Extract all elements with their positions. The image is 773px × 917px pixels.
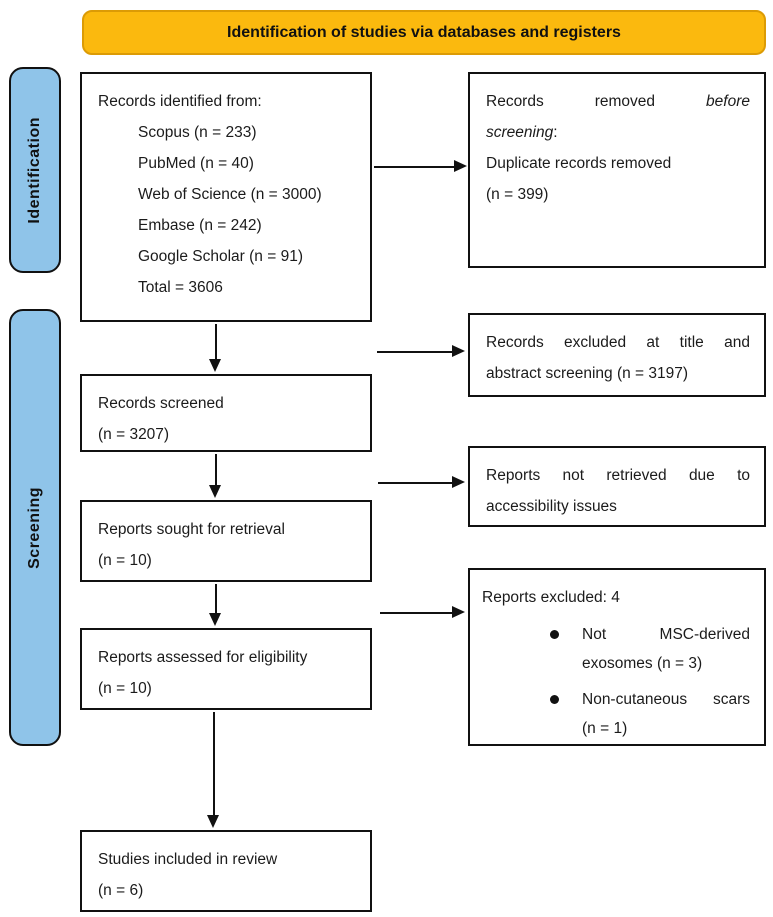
arrow-identified-to-removed xyxy=(374,160,467,172)
reports-sought-count: (n = 10) xyxy=(98,552,152,569)
box-reports-assessed: Reports assessed for eligibility (n = 10… xyxy=(80,628,372,710)
bullet-dot-icon xyxy=(550,695,559,704)
reports-not-retrieved-line1: Reports not retrieved due to xyxy=(486,467,750,484)
source-pubmed: PubMed (n = 40) xyxy=(138,155,254,172)
records-excluded-line1: Records excluded at title and xyxy=(486,334,750,351)
box-records-removed: Records removed before screening: Duplic… xyxy=(468,72,766,268)
bullet2-line1: Non-cutaneous scars xyxy=(582,691,750,708)
box-records-excluded-title-abstract: Records excluded at title and abstract s… xyxy=(468,313,766,397)
records-removed-line1: Records removed before xyxy=(486,86,750,117)
bullet-not-msc-derived: Not MSC-derived exosomes (n = 3) xyxy=(550,620,750,678)
bullet2-line2: (n = 1) xyxy=(582,720,628,737)
arrow-to-reports-excluded xyxy=(380,606,465,618)
banner-identification-via-databases: Identification of studies via databases … xyxy=(82,10,766,55)
source-embase: Embase (n = 242) xyxy=(138,217,262,234)
arrow-to-records-excluded xyxy=(377,345,465,357)
records-removed-line2: screening: xyxy=(486,124,558,141)
records-identified-title: Records identified from: xyxy=(98,93,262,110)
records-excluded-line2: abstract screening (n = 3197) xyxy=(486,365,689,382)
box-reports-excluded: Reports excluded: 4 Not MSC-derived exos… xyxy=(468,568,766,746)
source-web-of-science: Web of Science (n = 3000) xyxy=(138,186,322,203)
arrow-assessed-to-included xyxy=(207,712,219,828)
stage-identification-label: Identification xyxy=(26,116,43,224)
duplicate-records-removed: Duplicate records removed xyxy=(486,155,672,172)
studies-included-count: (n = 6) xyxy=(98,882,144,899)
box-reports-sought: Reports sought for retrieval (n = 10) xyxy=(80,500,372,582)
reports-sought-label: Reports sought for retrieval xyxy=(98,521,285,538)
reports-assessed-count: (n = 10) xyxy=(98,680,152,697)
reports-excluded-bullet-list: Not MSC-derived exosomes (n = 3) Non-cut… xyxy=(550,620,750,743)
source-total: Total = 3606 xyxy=(138,279,223,296)
bullet-non-cutaneous-scars: Non-cutaneous scars (n = 1) xyxy=(550,685,750,743)
box-records-identified: Records identified from: Scopus (n = 233… xyxy=(80,72,372,322)
box-reports-not-retrieved: Reports not retrieved due to accessibili… xyxy=(468,446,766,527)
bullet1-line2: exosomes (n = 3) xyxy=(582,655,703,672)
studies-included-label: Studies included in review xyxy=(98,851,278,868)
box-studies-included: Studies included in review (n = 6) xyxy=(80,830,372,912)
stage-identification: Identification xyxy=(9,67,61,273)
arrow-to-reports-not-retrieved xyxy=(378,476,465,488)
duplicate-records-count: (n = 399) xyxy=(486,186,549,203)
arrow-screened-to-sought xyxy=(209,454,221,498)
records-screened-count: (n = 3207) xyxy=(98,426,170,443)
reports-excluded-title: Reports excluded: 4 xyxy=(482,589,620,606)
banner-label: Identification of studies via databases … xyxy=(227,23,621,41)
stage-screening-label: Screening xyxy=(26,486,43,569)
stage-screening: Screening xyxy=(9,309,61,746)
box-records-screened: Records screened (n = 3207) xyxy=(80,374,372,452)
records-removed-before-italic: before xyxy=(706,93,750,110)
reports-not-retrieved-line2: accessibility issues xyxy=(486,498,617,515)
bullet1-line1: Not MSC-derived xyxy=(582,626,750,643)
bullet-dot-icon xyxy=(550,630,559,639)
arrow-sought-to-assessed xyxy=(209,584,221,626)
records-removed-screening-italic: screening xyxy=(486,124,554,141)
source-scopus: Scopus (n = 233) xyxy=(138,124,257,141)
records-screened-label: Records screened xyxy=(98,395,224,412)
records-removed-text: Records removed xyxy=(486,93,656,110)
source-google-scholar: Google Scholar (n = 91) xyxy=(138,248,303,265)
arrow-identified-to-screened xyxy=(209,324,221,372)
reports-assessed-label: Reports assessed for eligibility xyxy=(98,649,308,666)
